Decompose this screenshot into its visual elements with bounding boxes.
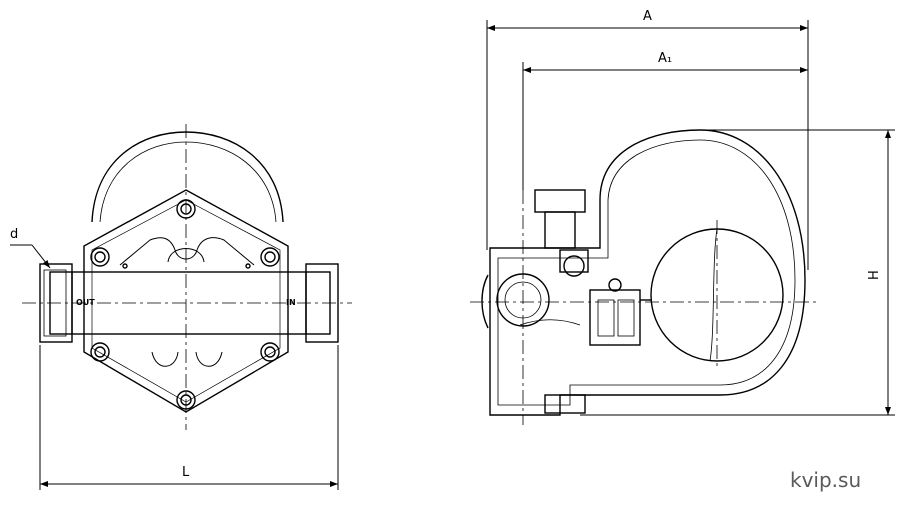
- label-A: A: [643, 9, 652, 24]
- dimension-L: [39, 345, 339, 490]
- front-view: [22, 124, 352, 430]
- watermark: kvip.su: [790, 468, 862, 492]
- label-out: OUT: [76, 298, 95, 307]
- label-A1: A₁: [658, 51, 673, 66]
- label-in: IN: [286, 298, 296, 307]
- label-L: L: [182, 465, 190, 480]
- side-view: [470, 129, 820, 425]
- dimension-A1: [522, 62, 808, 190]
- side-body-outline: [489, 129, 806, 416]
- label-H: H: [867, 270, 882, 280]
- dimension-H: [580, 129, 895, 416]
- front-dome: [91, 131, 284, 223]
- dimension-A: [486, 20, 809, 270]
- front-bolts: [90, 199, 280, 410]
- label-d: d: [10, 227, 19, 242]
- dimension-d: [10, 244, 51, 269]
